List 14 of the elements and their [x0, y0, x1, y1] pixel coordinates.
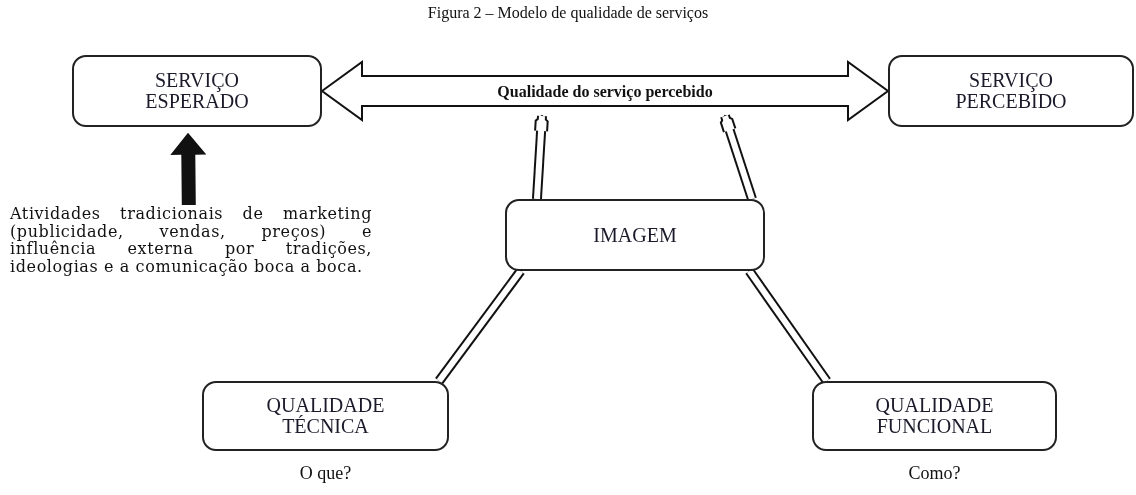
rounded-box [888, 55, 1134, 127]
question-label: Como? [907, 463, 962, 484]
rounded-box [505, 199, 765, 271]
question-label: O que? [298, 463, 353, 484]
box-label: IMAGEM [592, 224, 678, 246]
edge-label: Qualidade do serviço percebido [497, 83, 713, 101]
figure-title: Figura 2 – Modelo de qualidade de serviços [426, 4, 710, 22]
description-text: Atividades tradicionais de marketing (publicidade, vendas, preços) e influência externa por tradições, ideologias e a comunicação boca a boca. [10, 205, 372, 276]
box-label: QUALIDADE FUNCIONAL [874, 395, 995, 437]
block-arrow [170, 132, 207, 206]
rounded-box [72, 55, 322, 127]
box-label: SERVIÇO ESPERADO [144, 70, 250, 112]
box-label: QUALIDADE TÉCNICA [265, 395, 386, 437]
box-label: SERVIÇO PERCEBIDO [954, 70, 1068, 112]
